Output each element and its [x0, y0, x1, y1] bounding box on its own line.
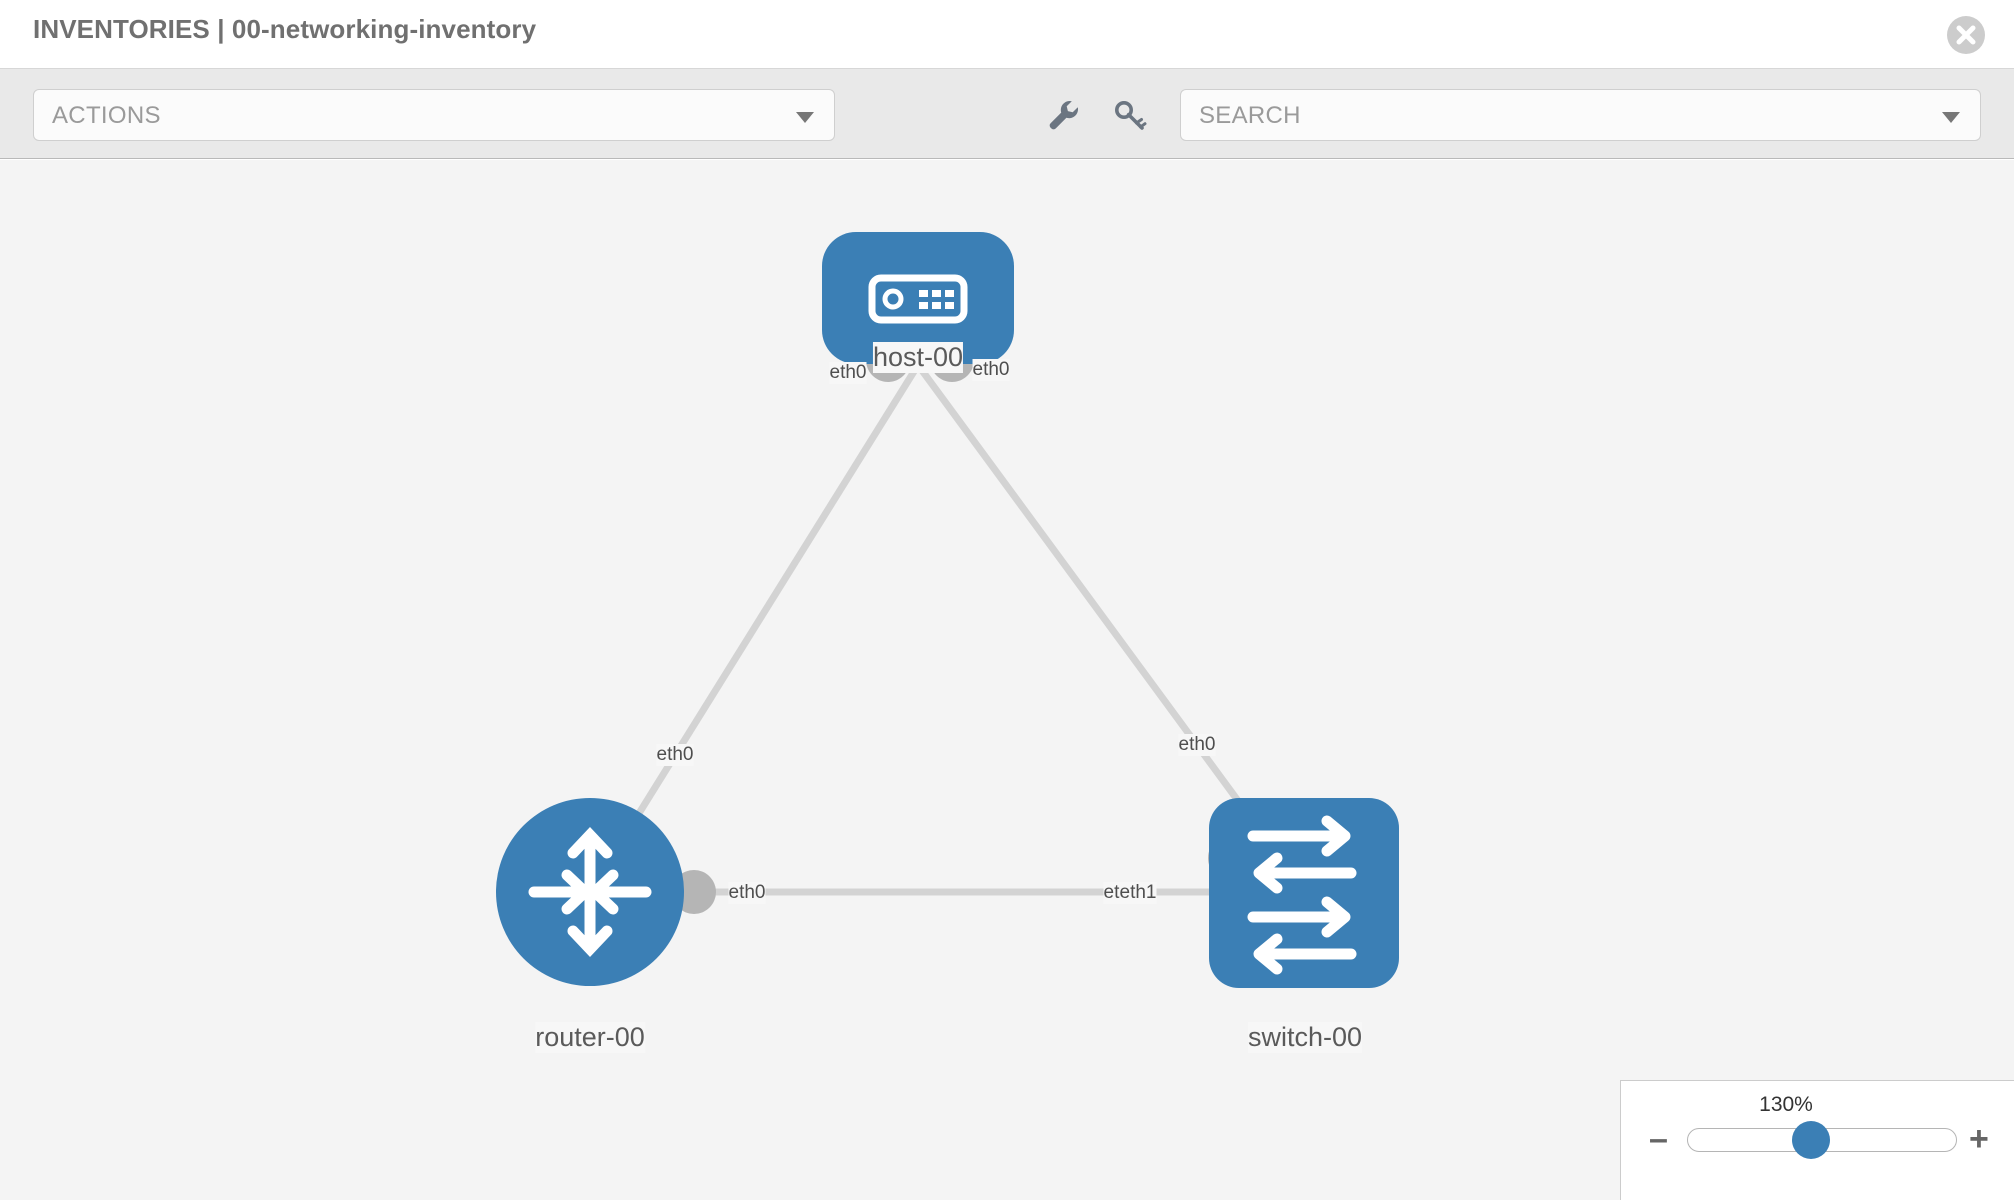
node-router-00[interactable]: [496, 798, 684, 986]
router-arrows-icon: [528, 826, 652, 958]
link-host-00-router-00[interactable]: [587, 363, 921, 894]
actions-dropdown-label: ACTIONS: [52, 102, 161, 129]
close-icon[interactable]: [1946, 15, 1986, 55]
topology-links: [587, 362, 1308, 896]
toolbar: ACTIONS SEARCH: [0, 69, 2014, 159]
search-input[interactable]: SEARCH: [1180, 89, 1981, 141]
node-switch-00[interactable]: [1209, 798, 1399, 988]
iface-label-host-00-eth0-left[interactable]: eth0: [829, 362, 867, 384]
iface-label-switch-00-eth0-uplink[interactable]: eth0: [1178, 734, 1216, 756]
actions-dropdown[interactable]: ACTIONS: [33, 89, 835, 141]
page-title: INVENTORIES | 00-networking-inventory: [33, 14, 537, 44]
topology-graph: [496, 232, 1399, 988]
search-placeholder: SEARCH: [1199, 102, 1301, 129]
server-icon: [868, 274, 968, 324]
zoom-control-panel: 130% – +: [1620, 1080, 2014, 1200]
node-label-switch-00[interactable]: switch-00: [1247, 1022, 1363, 1053]
topology-canvas[interactable]: host-00 router-00 switch-00 eth0 eth0 et…: [0, 160, 2014, 1200]
zoom-out-button[interactable]: –: [1649, 1120, 1668, 1158]
zoom-slider-thumb[interactable]: [1792, 1121, 1830, 1159]
node-label-router-00[interactable]: router-00: [535, 1022, 645, 1053]
node-label-host-00[interactable]: host-00: [872, 342, 964, 373]
switch-arrows-icon: [1247, 815, 1357, 975]
zoom-in-button[interactable]: +: [1969, 1120, 1989, 1158]
page-header: INVENTORIES | 00-networking-inventory: [0, 0, 2014, 69]
iface-label-host-00-eth0-right[interactable]: eth0: [972, 359, 1010, 381]
chevron-down-icon[interactable]: [1942, 112, 1960, 123]
iface-label-switch-00-eth1[interactable]: eth1: [1119, 882, 1157, 904]
zoom-level-value: 130%: [1759, 1093, 1813, 1116]
node-host-00[interactable]: [822, 232, 1014, 364]
wrench-icon[interactable]: [1046, 97, 1082, 133]
chevron-down-icon: [796, 112, 814, 123]
iface-label-router-00-eth0[interactable]: eth0: [728, 882, 766, 904]
iface-label-router-00-eth0-uplink[interactable]: eth0: [656, 744, 694, 766]
key-icon[interactable]: [1112, 97, 1148, 133]
